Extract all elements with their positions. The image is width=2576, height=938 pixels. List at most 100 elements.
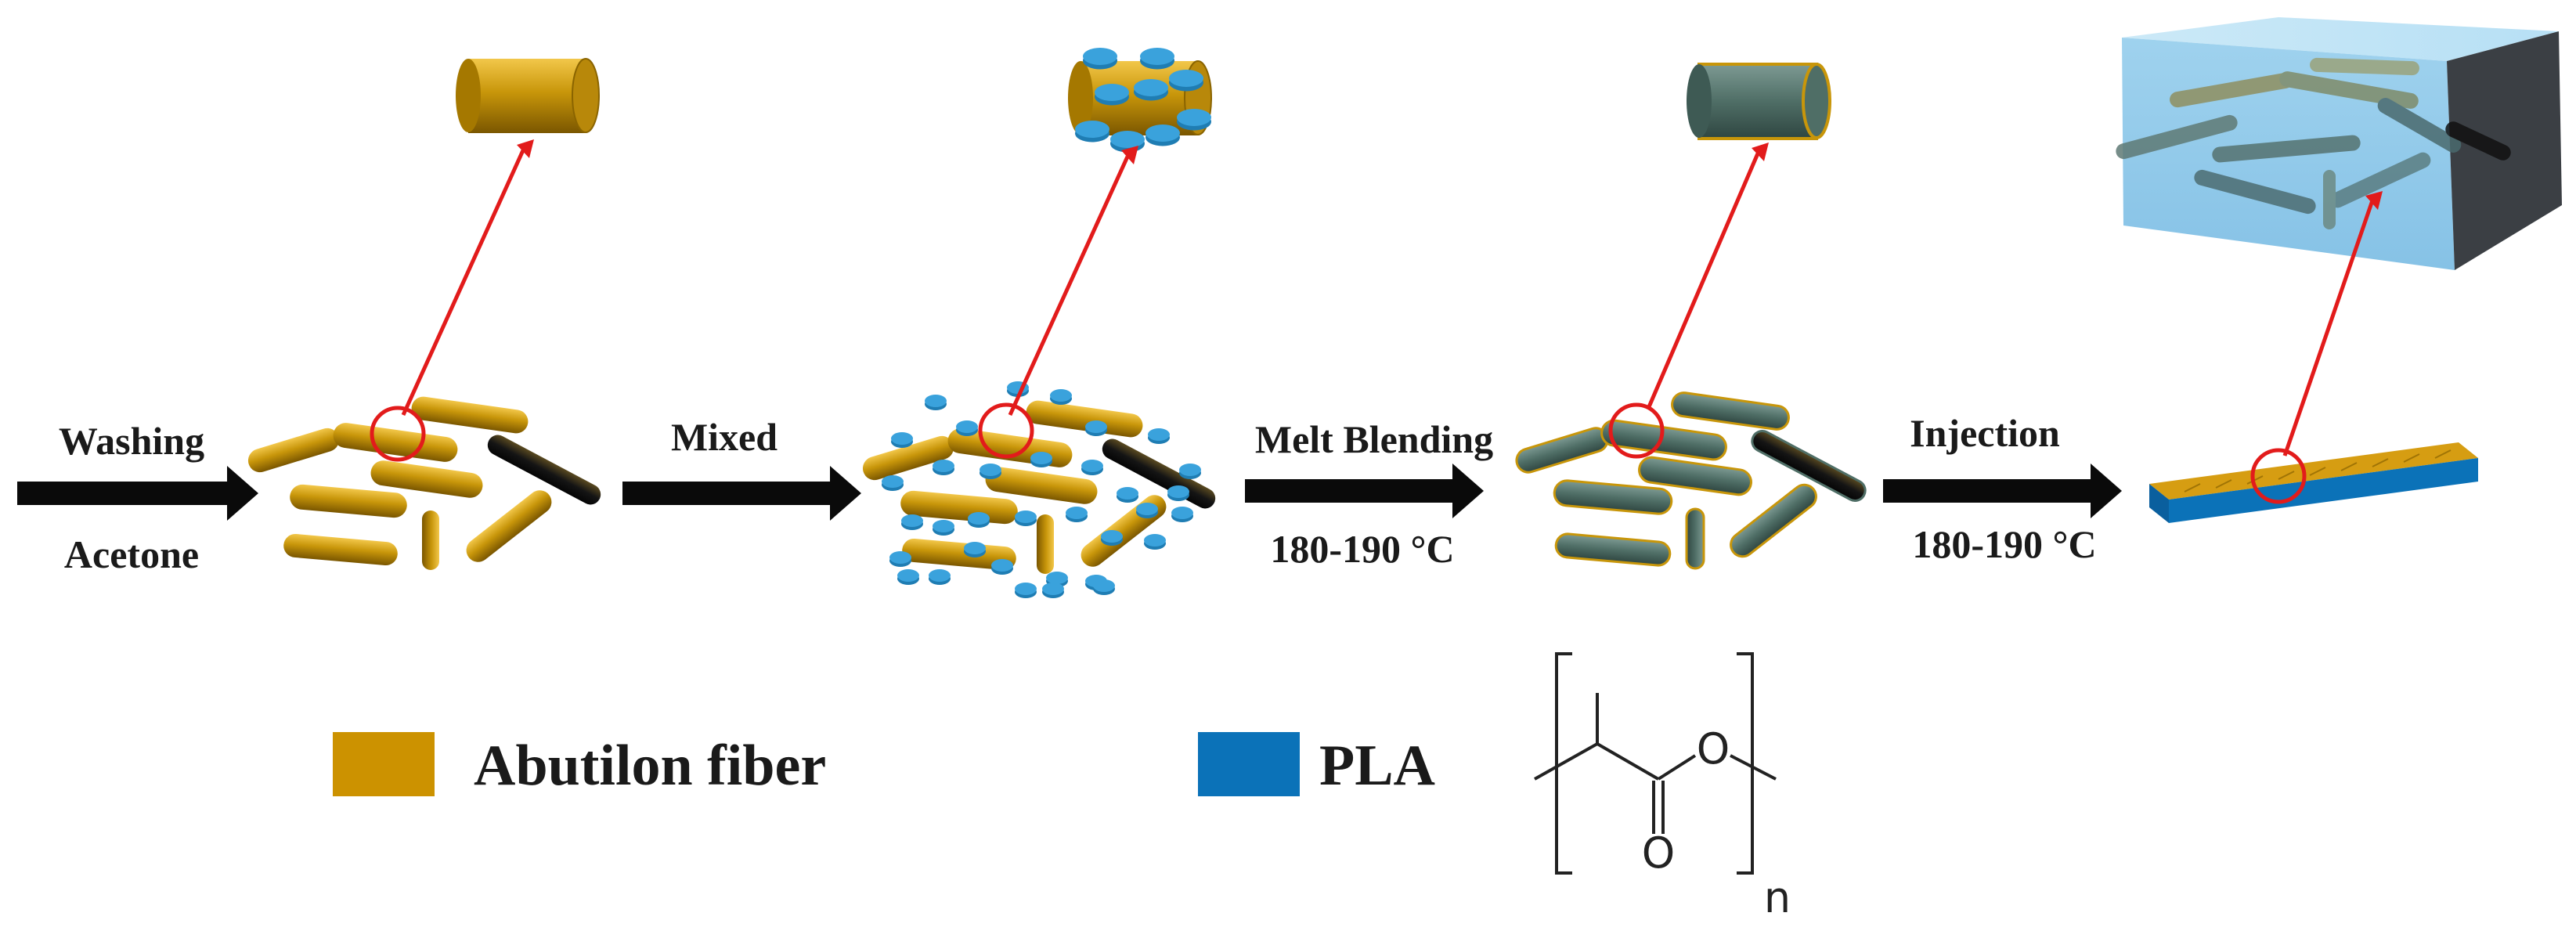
fiber-rod <box>1751 430 1867 502</box>
pla-particle <box>1177 109 1211 131</box>
pla-particle <box>933 460 954 475</box>
stage-raw-fibers <box>247 396 601 570</box>
pla-particle <box>1015 510 1037 526</box>
fiber-rod <box>1515 427 1609 474</box>
zoom-raw-fiber-cylinder <box>456 58 600 133</box>
pla-structure <box>1534 652 1777 875</box>
fiber-rod <box>333 423 458 462</box>
pla-particle <box>1179 464 1201 479</box>
fiber-rod <box>985 467 1098 504</box>
legend: Abutilon fiber PLA <box>333 732 1435 798</box>
pla-particle <box>897 569 919 585</box>
step-2-top-label: Mixed <box>671 415 777 459</box>
pla-particle <box>1171 507 1193 522</box>
composite-block <box>2116 17 2562 270</box>
pla-particle <box>1093 579 1115 595</box>
fiber-rod <box>1638 456 1752 496</box>
zoom-link-2 <box>978 146 1138 459</box>
pla-particle <box>933 520 954 536</box>
pla-particle <box>925 395 947 410</box>
arrow-injection <box>1883 464 2122 518</box>
pla-particle <box>1015 583 1037 598</box>
pla-particle <box>1050 389 1072 405</box>
pla-particle <box>901 514 923 530</box>
repeat-subscript: n <box>1764 873 1791 922</box>
zoom-link-1 <box>370 139 534 462</box>
zoom-link-4 <box>2250 191 2383 504</box>
bar-front <box>2149 484 2169 523</box>
fiber-rod <box>411 396 529 434</box>
pla-particle <box>991 559 1013 575</box>
ester-oxygen: O <box>1697 724 1730 774</box>
bar-side <box>2169 458 2478 523</box>
pla-particle <box>929 569 951 585</box>
pla-particle <box>1145 124 1180 146</box>
pla-particle <box>964 542 986 557</box>
fiber-rod <box>422 510 439 570</box>
step-labels: Washing Acetone Mixed Melt Blending 180-… <box>59 411 2097 576</box>
left-bracket <box>1555 652 1572 875</box>
pla-particle <box>1169 70 1203 92</box>
legend-pla-swatch <box>1198 732 1300 796</box>
pla-particle <box>1167 485 1189 501</box>
pla-particle <box>1136 503 1158 518</box>
fiber-rod <box>1037 514 1054 574</box>
bar-top <box>2149 442 2478 500</box>
pla-particle <box>1144 534 1166 550</box>
pla-particle <box>1095 84 1129 106</box>
carbonyl-oxygen: O <box>1642 828 1676 878</box>
fiber-rod <box>370 460 483 498</box>
arrow-mixing <box>622 466 861 521</box>
pla-particle <box>891 432 913 448</box>
fiber-rod <box>283 533 398 566</box>
fiber-rod <box>1730 483 1817 558</box>
pla-particle <box>889 551 911 567</box>
step-3-top-label: Melt Blending <box>1255 417 1493 461</box>
step-4-top-label: Injection <box>1910 411 2060 455</box>
step-3-bottom-label: 180-190 °C <box>1270 527 1454 571</box>
step-1-bottom-label: Acetone <box>64 532 199 576</box>
zoom-link-3 <box>1608 143 1769 459</box>
zoom-indicators <box>370 139 2383 504</box>
fiber-rod <box>247 428 340 473</box>
fiber-rod <box>1026 400 1143 438</box>
right-bracket <box>1737 652 1754 875</box>
bar-texture <box>2184 449 2452 492</box>
stage-mixed-fibers <box>862 400 1216 574</box>
pla-particle <box>1101 530 1123 546</box>
pla-particle <box>1140 48 1174 70</box>
fiber-rod <box>487 435 601 505</box>
fiber-rod <box>290 484 407 518</box>
stage-coated-fibers <box>1515 391 1867 570</box>
pla-particle <box>1066 507 1088 522</box>
step-4-bottom-label: 180-190 °C <box>1912 522 2096 566</box>
pla-particle <box>1030 452 1052 467</box>
pla-particle <box>1148 428 1170 444</box>
fiber-rod <box>1685 507 1705 570</box>
fiber-rod <box>1600 419 1727 461</box>
pla-particle <box>1075 121 1109 143</box>
pla-particle <box>956 420 978 436</box>
fiber-rod <box>1671 391 1790 431</box>
pla-particle <box>1117 487 1138 503</box>
zoom-coated-cylinder <box>1687 63 1831 140</box>
process-arrows <box>17 464 2122 521</box>
pla-particle <box>1081 460 1103 475</box>
pla-particle <box>1134 79 1168 101</box>
pla-particle <box>1083 48 1117 70</box>
pla-particle <box>968 512 990 528</box>
arrow-melt-blending <box>1245 464 1484 518</box>
zoom-pla-particles <box>1075 48 1211 153</box>
pla-structure-text: O O n <box>1642 724 1791 922</box>
pla-particle <box>1042 583 1064 598</box>
block-top <box>2122 17 2559 61</box>
fiber-rod <box>902 538 1016 571</box>
pla-particle <box>980 464 1001 479</box>
fiber-rod <box>1553 479 1673 515</box>
fiber-rod <box>1554 532 1672 567</box>
step-1-top-label: Washing <box>59 419 204 463</box>
legend-pla-label: PLA <box>1319 734 1435 798</box>
legend-fiber-swatch <box>333 732 435 796</box>
arrow-washing <box>17 466 258 521</box>
pla-particle <box>1085 420 1107 436</box>
